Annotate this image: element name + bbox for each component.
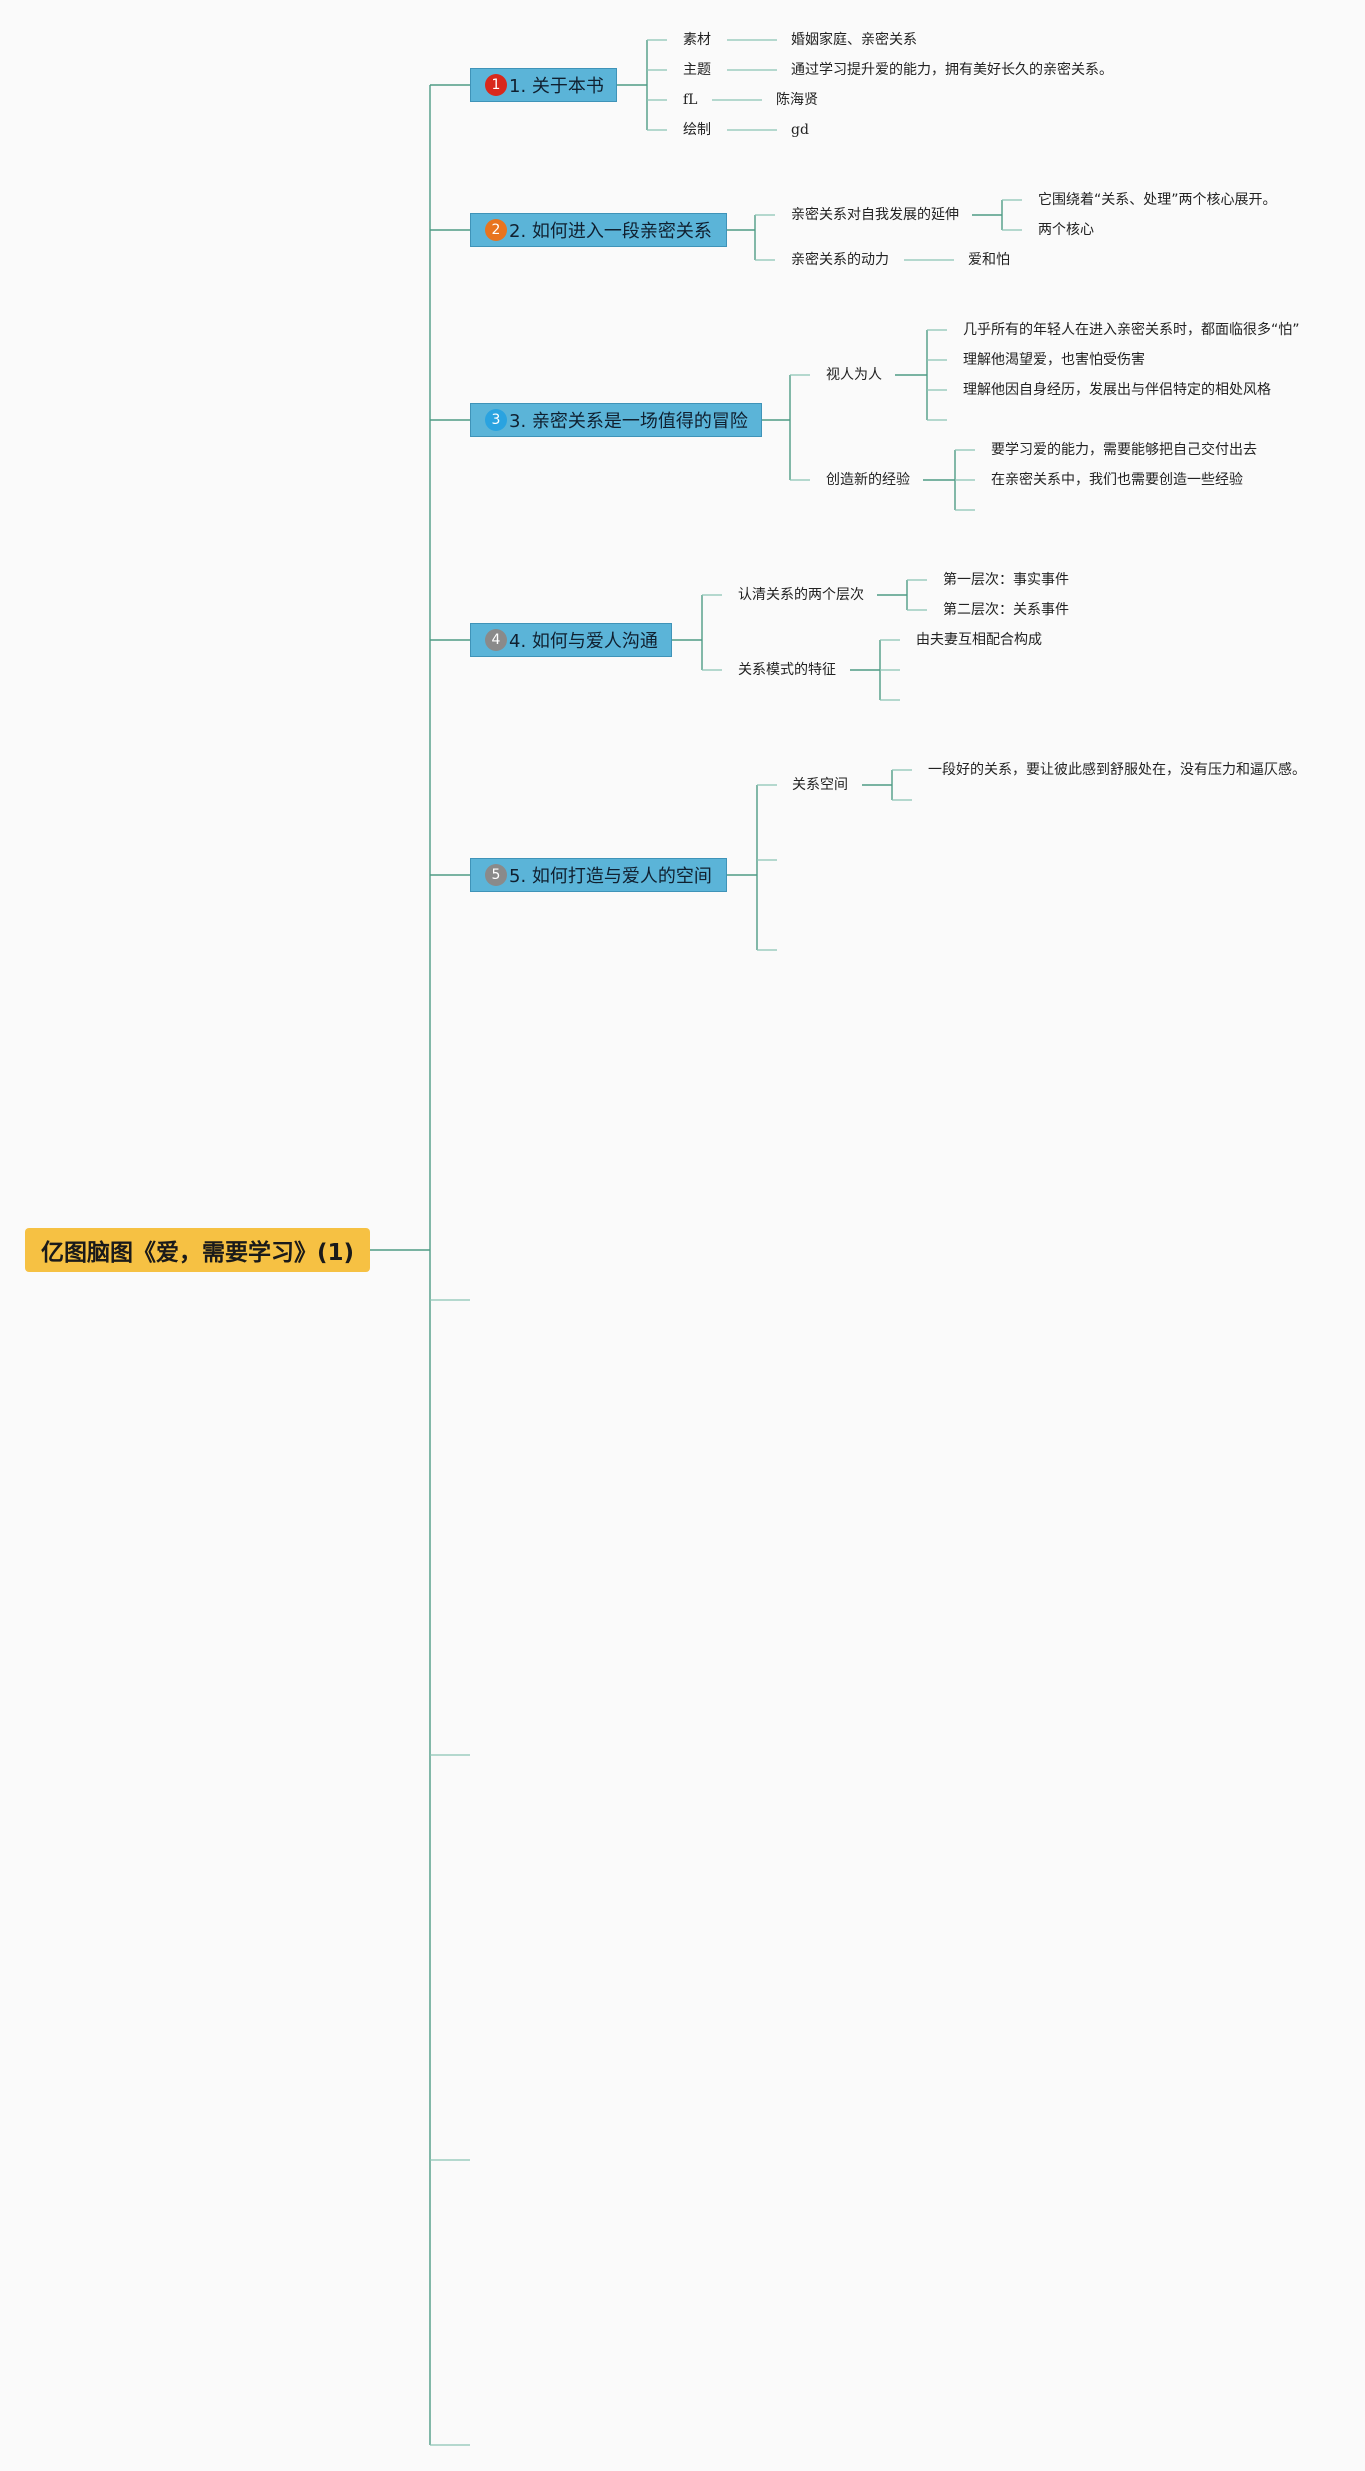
- subtopic-two-levels[interactable]: 认清关系的两个层次: [738, 587, 864, 603]
- number-badge-icon: 5: [485, 864, 507, 886]
- subtopic-relationship-space[interactable]: 关系空间: [792, 777, 848, 793]
- topic-label: 1. 关于本书: [509, 76, 604, 97]
- number-badge-icon: 2: [485, 219, 507, 241]
- subtopic-author[interactable]: fL: [683, 92, 698, 108]
- topic-build-space[interactable]: 5 5. 如何打造与爱人的空间: [470, 858, 727, 892]
- root-topic[interactable]: 亿图脑图《爱，需要学习》(1): [25, 1228, 370, 1272]
- leaf-author-value[interactable]: 陈海贤: [776, 92, 818, 108]
- subtopic-material[interactable]: 素材: [683, 32, 711, 48]
- leaf-couple-cooperation[interactable]: 由夫妻互相配合构成: [916, 632, 1042, 648]
- number-badge-icon: 4: [485, 629, 507, 651]
- leaf-create-experiences[interactable]: 在亲密关系中，我们也需要创造一些经验: [991, 472, 1243, 488]
- leaf-two-cores[interactable]: 两个核心: [1038, 222, 1094, 238]
- leaf-material-value[interactable]: 婚姻家庭、亲密关系: [791, 32, 917, 48]
- leaf-own-experience[interactable]: 理解他因自身经历，发展出与伴侣特定的相处风格: [963, 382, 1271, 398]
- leaf-theme-value[interactable]: 通过学习提升爱的能力，拥有美好长久的亲密关系。: [791, 62, 1113, 78]
- leaf-level-one[interactable]: 第一层次：事实事件: [943, 572, 1069, 588]
- leaf-comfortable-relationship[interactable]: 一段好的关系，要让彼此感到舒服处在，没有压力和逼仄感。: [928, 762, 1306, 778]
- subtopic-drawn-by[interactable]: 绘制: [683, 122, 711, 138]
- leaf-love-and-fear[interactable]: 爱和怕: [968, 252, 1010, 268]
- topic-label: 3. 亲密关系是一场值得的冒险: [509, 411, 748, 432]
- number-badge-icon: 3: [485, 409, 507, 431]
- leaf-drawn-by-value[interactable]: gd: [791, 122, 809, 138]
- topic-label: 5. 如何打造与爱人的空间: [509, 866, 712, 887]
- topic-about-book[interactable]: 1 1. 关于本书: [470, 68, 617, 102]
- subtopic-self-development[interactable]: 亲密关系对自我发展的延伸: [791, 207, 959, 223]
- topic-enter-relationship[interactable]: 2 2. 如何进入一段亲密关系: [470, 213, 727, 247]
- topic-label: 2. 如何进入一段亲密关系: [509, 221, 712, 242]
- topic-worthwhile-adventure[interactable]: 3 3. 亲密关系是一场值得的冒险: [470, 403, 762, 437]
- topic-communicate[interactable]: 4 4. 如何与爱人沟通: [470, 623, 672, 657]
- number-badge-icon: 1: [485, 74, 507, 96]
- leaf-level-two[interactable]: 第二层次：关系事件: [943, 602, 1069, 618]
- subtopic-create-experience[interactable]: 创造新的经验: [826, 472, 910, 488]
- subtopic-see-person[interactable]: 视人为人: [826, 367, 882, 383]
- leaf-give-yourself[interactable]: 要学习爱的能力，需要能够把自己交付出去: [991, 442, 1257, 458]
- subtopic-theme[interactable]: 主题: [683, 62, 711, 78]
- subtopic-pattern-features[interactable]: 关系模式的特征: [738, 662, 836, 678]
- subtopic-relationship-drive[interactable]: 亲密关系的动力: [791, 252, 889, 268]
- leaf-desire-love[interactable]: 理解他渴望爱，也害怕受伤害: [963, 352, 1145, 368]
- topic-label: 4. 如何与爱人沟通: [509, 631, 658, 652]
- leaf-two-cores-desc[interactable]: 它围绕着“关系、处理”两个核心展开。: [1038, 192, 1277, 208]
- leaf-young-people-fear[interactable]: 几乎所有的年轻人在进入亲密关系时，都面临很多“怕”: [963, 322, 1300, 338]
